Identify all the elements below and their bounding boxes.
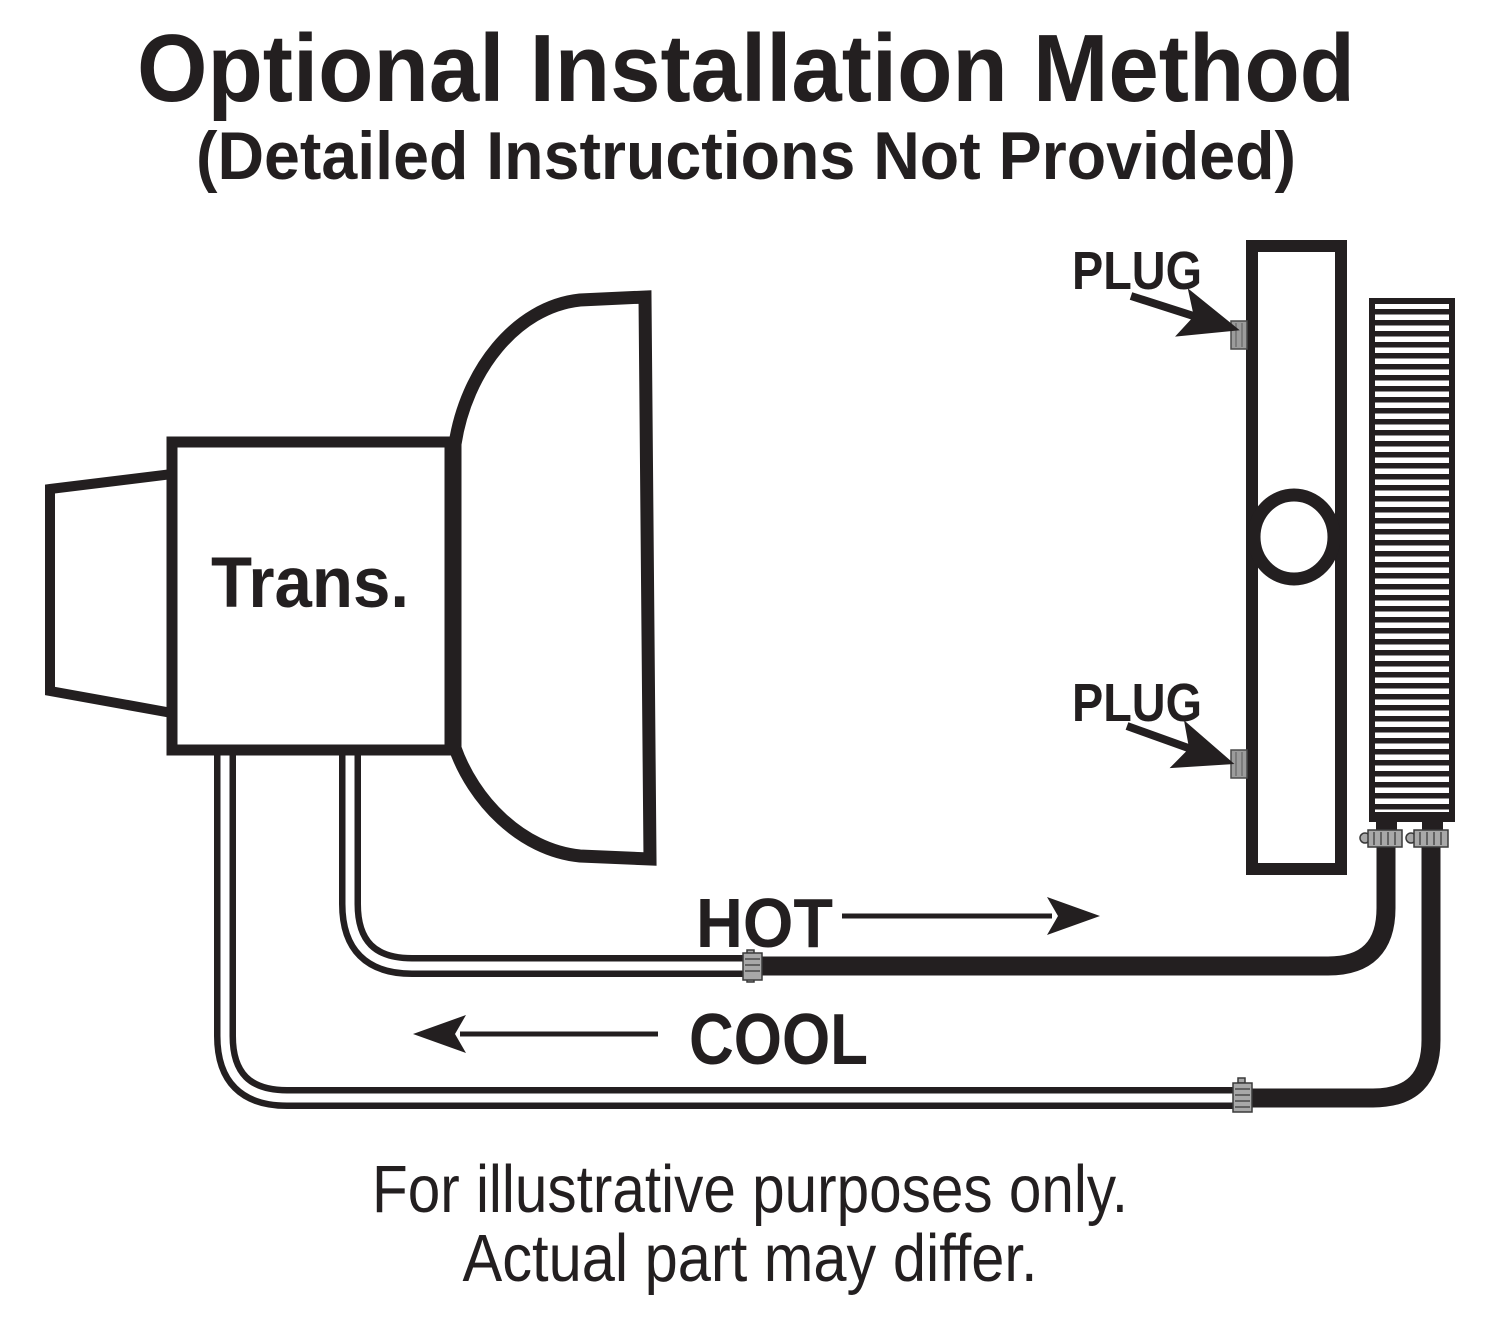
cooler-stub-right <box>1422 816 1443 832</box>
transmission-tailshaft <box>45 468 177 719</box>
cooler-bottom-bar <box>1369 812 1455 822</box>
cool-label: COOL <box>689 1000 868 1080</box>
fitting-clamp-right <box>1405 829 1449 848</box>
plug-label-top: PLUG <box>1072 241 1202 301</box>
cooler-top-bar <box>1369 298 1455 304</box>
hose-clamp-hot <box>742 949 763 983</box>
bell-housing <box>448 290 657 866</box>
transmission-group: Trans. <box>45 290 1240 1109</box>
page-subtitle: (Detailed Instructions Not Provided) <box>196 118 1296 194</box>
finned-cooler <box>1359 298 1455 848</box>
cooler-plate-group <box>1230 240 1347 875</box>
plug-arrow-bottom <box>1125 720 1235 769</box>
hose-clamp-cool <box>1232 1077 1253 1113</box>
footer-line2: Actual part may differ. <box>463 1221 1038 1296</box>
cool-hose <box>1252 840 1441 1108</box>
cooler-right-bar <box>1449 298 1455 822</box>
fitting-clamp-left <box>1359 829 1403 848</box>
hot-tube-out-core <box>345 753 748 971</box>
plug-label-bottom: PLUG <box>1072 673 1202 733</box>
cooler-stub-left <box>1376 816 1397 832</box>
cooler-fins <box>1369 298 1455 822</box>
hot-label: HOT <box>696 884 833 962</box>
transmission-label: Trans. <box>211 544 409 623</box>
hot-arrow <box>842 897 1100 935</box>
cool-arrow <box>413 1015 658 1053</box>
page-title: Optional Installation Method <box>137 15 1355 122</box>
footer-line1: For illustrative purposes only. <box>372 1152 1128 1227</box>
hot-hose <box>757 840 1396 976</box>
plug-arrow-top <box>1129 288 1240 337</box>
cool-tube-return-core <box>220 753 1235 1103</box>
cooler-left-bar <box>1369 298 1375 822</box>
hose-group <box>757 840 1441 1108</box>
transmission-case <box>166 436 456 756</box>
plate-hole <box>1247 488 1341 586</box>
